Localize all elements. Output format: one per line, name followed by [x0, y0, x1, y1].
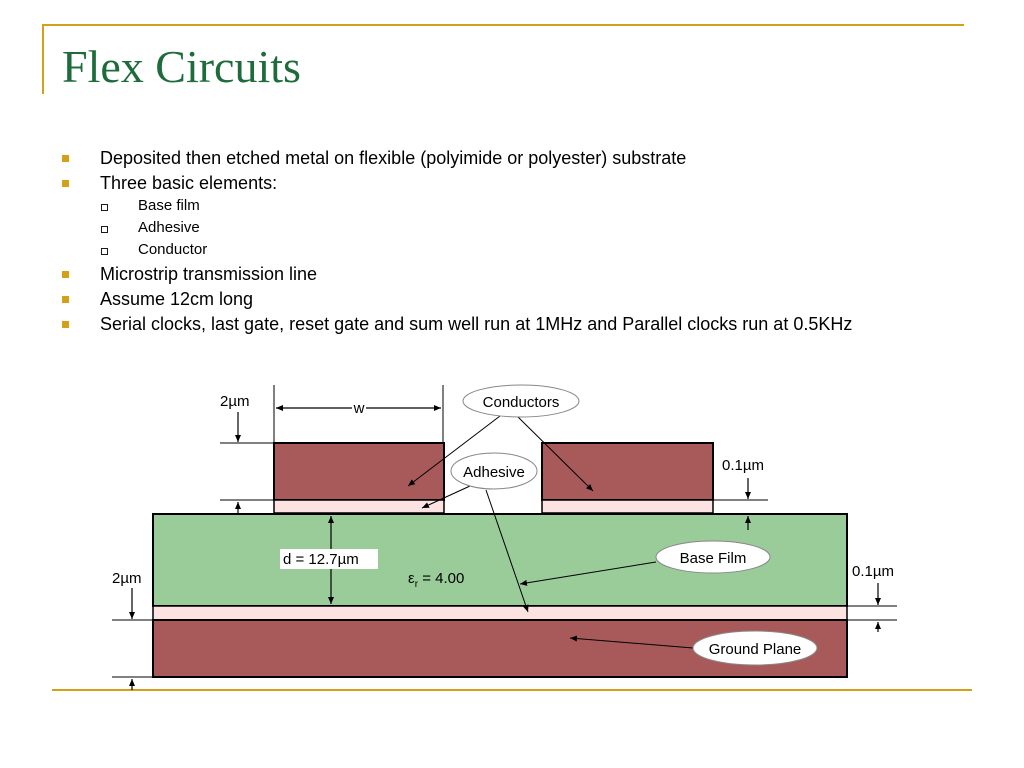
sub-bullet-marker [101, 248, 108, 255]
width-label: w [353, 400, 365, 417]
sub-bullet-text: Conductor [138, 241, 208, 258]
ground-plane-label: Ground Plane [709, 641, 802, 658]
bullet-item: Microstrip transmission line [62, 264, 962, 285]
sub-bullet-text: Adhesive [138, 219, 200, 236]
permittivity-label: εr = 4.00 [408, 570, 464, 590]
conductor-right [541, 442, 714, 501]
sub-bullet-item: Adhesive [100, 218, 962, 238]
bullet-item: Deposited then etched metal on flexible … [62, 148, 962, 169]
bullet-marker [62, 155, 69, 162]
bullet-item: Serial clocks, last gate, reset gate and… [62, 314, 962, 335]
permittivity-subscript: r [415, 579, 419, 590]
bullet-list: Deposited then etched metal on flexible … [62, 148, 962, 339]
slide-title: Flex Circuits [62, 41, 301, 92]
dielectric-thickness-label: d = 12.7µm [283, 551, 359, 568]
top-thickness-label: 2µm [220, 393, 249, 410]
bullet-marker [62, 321, 69, 328]
bullet-marker [62, 180, 69, 187]
d-label-box [280, 549, 378, 569]
sub-bullet-item: Conductor [100, 240, 962, 260]
sub-bullet-list: Base film Adhesive Conductor [100, 196, 962, 260]
bullet-text: Serial clocks, last gate, reset gate and… [100, 314, 853, 334]
conductors-label: Conductors [483, 394, 560, 411]
sub-bullet-marker [101, 204, 108, 211]
adhesive-label: Adhesive [463, 464, 525, 481]
bullet-marker [62, 271, 69, 278]
permittivity-symbol: ε [408, 570, 415, 587]
adhesive-right [541, 499, 714, 514]
base-film-label: Base Film [680, 550, 747, 567]
bullet-text: Deposited then etched metal on flexible … [100, 148, 687, 168]
sub-bullet-text: Base film [138, 197, 200, 214]
frame-bottom-rule [52, 689, 972, 691]
bullet-item: Assume 12cm long [62, 289, 962, 310]
conductor-left [273, 442, 445, 501]
bullet-marker [62, 296, 69, 303]
bullet-text: Assume 12cm long [100, 289, 254, 309]
dimension-arrows [129, 405, 881, 690]
extension-lines [112, 385, 897, 678]
bottom-thickness-label: 2µm [112, 570, 141, 587]
sub-bullet-marker [101, 226, 108, 233]
top-adhesive-thickness-label: 0.1µm [722, 457, 764, 474]
leader-lines [407, 415, 694, 649]
sub-bullet-item: Base film [100, 196, 962, 216]
adhesive-left [273, 499, 445, 514]
base-film-callout [655, 540, 771, 574]
adhesive-callout [450, 452, 538, 490]
frame-left-rule [42, 24, 44, 94]
ground-plane-callout [692, 630, 818, 666]
frame-top-rule [42, 24, 964, 26]
bottom-adhesive-thickness-label: 0.1µm [852, 563, 894, 580]
permittivity-value: = 4.00 [418, 570, 464, 587]
conductors-callout [462, 384, 580, 418]
bullet-text: Microstrip transmission line [100, 264, 318, 284]
adhesive-bottom-layer [152, 605, 848, 621]
bullet-text: Three basic elements: [100, 173, 278, 193]
bullet-item: Three basic elements: Base film Adhesive… [62, 173, 962, 260]
